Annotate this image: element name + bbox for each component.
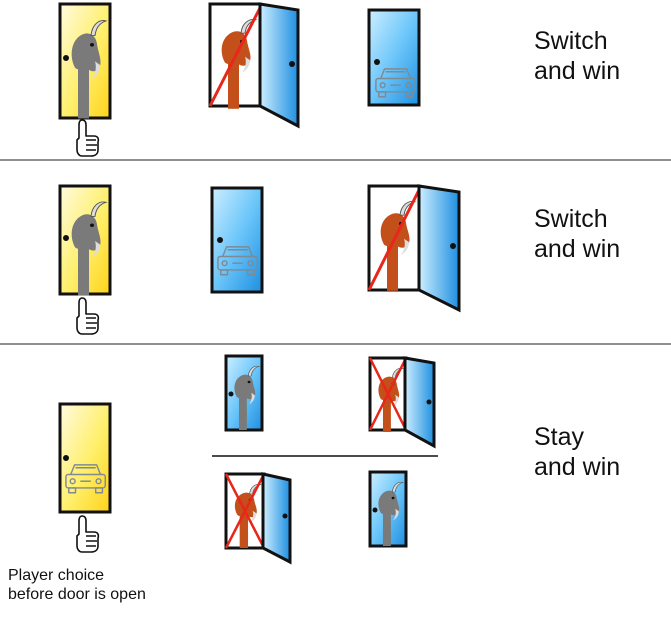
pointing-hand-icon [76,297,100,335]
row-3 [58,354,438,565]
row-1-outcome-label: Switch and win [534,27,621,85]
door-icon [58,2,112,120]
door-icon [368,356,436,449]
player-choice-caption: Player choice before door is open [8,567,146,603]
door-icon [367,8,421,107]
row-2 [58,184,461,335]
door-icon [224,354,264,432]
pointing-hand-icon [76,515,100,553]
door-icon [58,184,112,297]
row-1 [58,2,421,157]
door-icon [224,472,292,565]
pointing-hand-icon [76,119,100,157]
door-icon [367,184,461,313]
door-icon [58,402,112,514]
door-icon [368,470,408,548]
row-3-outcome-label: Stay and win [534,423,621,481]
door-icon [210,186,264,294]
door-icon [208,2,300,129]
row-2-outcome-label: Switch and win [534,205,621,263]
